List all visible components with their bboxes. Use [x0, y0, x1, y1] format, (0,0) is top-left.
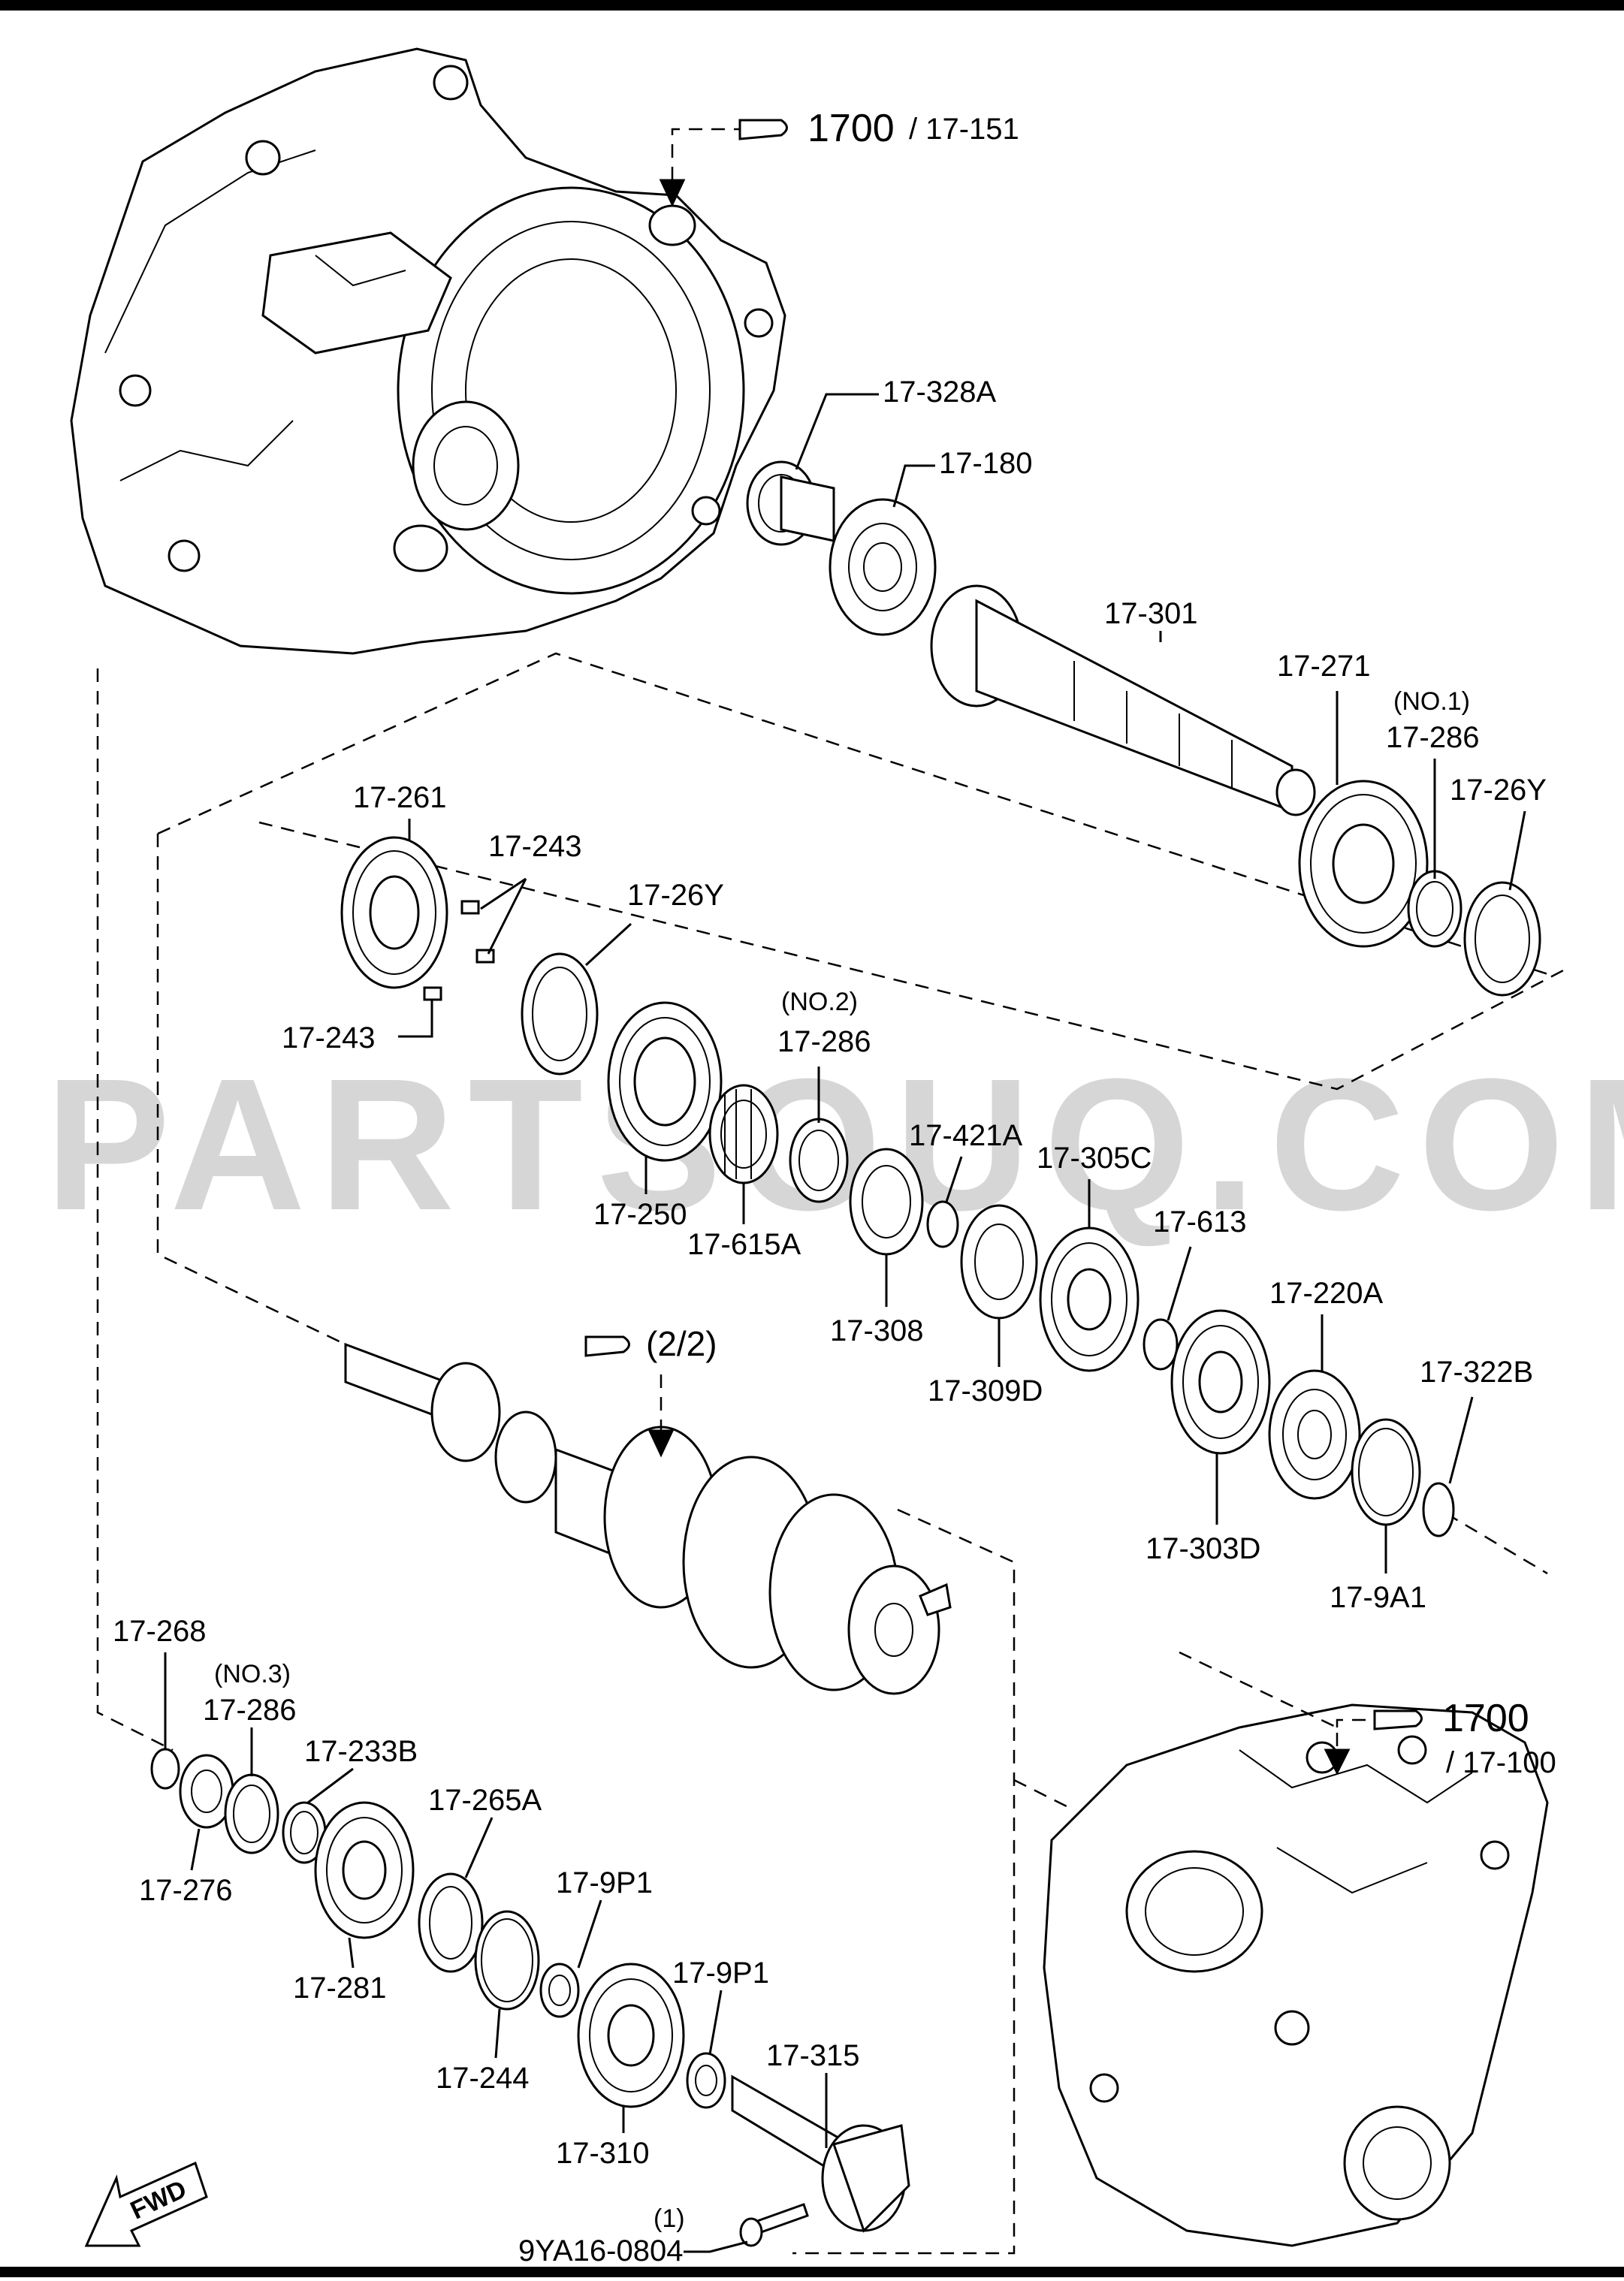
- ring-17-286-no1[interactable]: [1407, 870, 1463, 948]
- label-17-265A: 17-265A: [428, 1784, 542, 1817]
- seal-17-328A[interactable]: [746, 460, 835, 546]
- ref-top-sub: / 17-151: [909, 113, 1019, 146]
- label-17-286-no3: 17-286: [203, 1694, 297, 1727]
- label-no1: (NO.1): [1393, 687, 1470, 716]
- ref-top-main: 1700: [807, 107, 895, 150]
- washer-17-9P1-b[interactable]: [686, 2052, 726, 2109]
- label-17-286-no2: 17-286: [777, 1025, 871, 1058]
- leader-lines: [164, 393, 1526, 2253]
- ring-17-286-no3[interactable]: [224, 1773, 279, 1854]
- pointing-hand-icon: [584, 1335, 630, 1357]
- label-17-315: 17-315: [766, 2039, 860, 2072]
- label-17-243-b: 17-243: [282, 1021, 376, 1055]
- label-17-9P1-b: 17-9P1: [672, 1957, 769, 1990]
- label-17-301: 17-301: [1104, 597, 1198, 630]
- ref-mid[interactable]: (2/2): [584, 1324, 717, 1458]
- label-17-9P1-a: 17-9P1: [556, 1866, 653, 1899]
- pointing-hand-icon: [1373, 1709, 1423, 1730]
- label-17-281: 17-281: [293, 1972, 387, 2005]
- gear-17-250[interactable]: [607, 1001, 723, 1162]
- transmission-case-top[interactable]: [70, 47, 786, 655]
- ref-mid-main: (2/2): [646, 1324, 717, 1363]
- ring-17-9A1[interactable]: [1351, 1418, 1421, 1526]
- clip-17-268[interactable]: [150, 1748, 180, 1790]
- ring-17-244[interactable]: [474, 1910, 540, 2011]
- upper-dashed-frame: [157, 652, 1556, 978]
- label-17-26Y-a: 17-26Y: [1450, 774, 1547, 807]
- label-17-276: 17-276: [139, 1874, 233, 1907]
- label-17-305C: 17-305C: [1037, 1142, 1152, 1175]
- ring-17-286-no2[interactable]: [789, 1118, 849, 1203]
- gear-17-303D[interactable]: [1170, 1309, 1271, 1455]
- label-17-243-a: 17-243: [488, 830, 582, 863]
- output-dashed: [1013, 1779, 1075, 1812]
- ref-bottom[interactable]: 1700 / 17-100: [1179, 1651, 1556, 1779]
- label-17-613: 17-613: [1153, 1205, 1247, 1239]
- part-labels: 17-328A 17-180 17-301 17-271 (NO.1) 17-2…: [113, 376, 1547, 2267]
- left-dashed-guide: [96, 668, 174, 1751]
- hub-17-261[interactable]: [340, 836, 448, 989]
- label-17-615A: 17-615A: [687, 1228, 801, 1261]
- label-17-233B: 17-233B: [304, 1735, 418, 1768]
- ref-bottom-sub: / 17-100: [1446, 1746, 1556, 1779]
- label-17-303D: 17-303D: [1146, 1532, 1260, 1565]
- transmission-case-bottom[interactable]: [1043, 1703, 1549, 2247]
- label-17-308: 17-308: [830, 1314, 924, 1347]
- fwd-arrow-icon: FWD: [84, 2161, 208, 2247]
- clip-17-613[interactable]: [1143, 1318, 1179, 1371]
- label-17-310: 17-310: [556, 2137, 650, 2170]
- ref-top[interactable]: 1700 / 17-151: [659, 107, 1019, 207]
- bearing-17-615A[interactable]: [708, 1084, 779, 1184]
- main-shaft-assembly[interactable]: [344, 1342, 952, 1695]
- label-17-421A: 17-421A: [909, 1119, 1023, 1152]
- label-9YA16-0804: 9YA16-0804: [518, 2234, 683, 2267]
- synchro-17-26Y-a[interactable]: [1463, 881, 1541, 997]
- bottom-border: [0, 2267, 1624, 2277]
- label-no2: (NO.2): [781, 988, 858, 1016]
- label-17-268: 17-268: [113, 1615, 207, 1648]
- sync-dashed-frame: [258, 821, 1567, 1091]
- washer-17-276[interactable]: [179, 1754, 234, 1829]
- bearing-17-220A[interactable]: [1268, 1369, 1361, 1500]
- label-17-26Y-b: 17-26Y: [627, 879, 724, 912]
- gear-17-308[interactable]: [849, 1148, 924, 1256]
- bearing-17-180[interactable]: [829, 498, 937, 636]
- label-17-286-no1: 17-286: [1386, 721, 1480, 754]
- label-no3: (NO.3): [214, 1660, 291, 1688]
- gear-17-310[interactable]: [577, 1963, 685, 2108]
- gear-17-271[interactable]: [1298, 780, 1429, 948]
- gear-17-309D[interactable]: [960, 1204, 1038, 1320]
- shaft-17-315[interactable]: [731, 2074, 910, 2233]
- right-dashed-guide: [792, 1508, 1016, 2255]
- lower-right-dashed: [1445, 1512, 1548, 1575]
- label-17-261: 17-261: [353, 781, 447, 814]
- label-17-322B: 17-322B: [1420, 1356, 1533, 1389]
- label-17-328A: 17-328A: [883, 376, 997, 409]
- synchro-17-26Y-b[interactable]: [521, 952, 599, 1076]
- top-border: [0, 0, 1624, 11]
- label-17-309D: 17-309D: [928, 1374, 1043, 1408]
- label-17-180: 17-180: [939, 447, 1033, 480]
- label-qty1: (1): [654, 2204, 685, 2233]
- label-17-244: 17-244: [436, 2062, 530, 2095]
- label-17-271: 17-271: [1277, 650, 1371, 683]
- input-shaft-17-301[interactable]: [930, 584, 1316, 816]
- inner-left-dashed-guide: [156, 834, 346, 1346]
- gear-17-281[interactable]: [314, 1801, 415, 1939]
- ref-bottom-main: 1700: [1442, 1697, 1529, 1740]
- pointing-hand-icon: [738, 119, 788, 140]
- gear-17-305C[interactable]: [1039, 1226, 1140, 1372]
- washer-17-9P1-a[interactable]: [539, 1963, 580, 2018]
- label-17-250: 17-250: [593, 1198, 687, 1231]
- label-17-9A1: 17-9A1: [1330, 1581, 1426, 1614]
- label-17-220A: 17-220A: [1269, 1277, 1384, 1310]
- bolt-9YA16-0804[interactable]: [739, 2203, 809, 2247]
- clip-17-421A[interactable]: [926, 1200, 959, 1248]
- clip-17-322B[interactable]: [1422, 1482, 1455, 1537]
- synchro-17-265A[interactable]: [418, 1872, 484, 1973]
